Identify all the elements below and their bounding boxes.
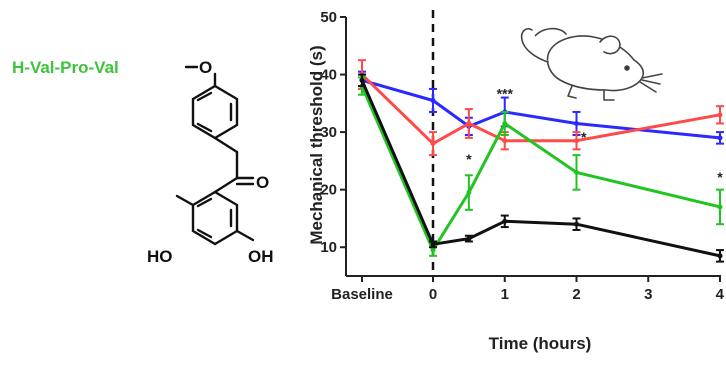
data-point-3-0 bbox=[359, 77, 365, 83]
data-point-2-1 bbox=[430, 247, 436, 253]
series-1 bbox=[358, 59, 724, 157]
series-0 bbox=[358, 70, 724, 145]
significance-marker-1: *** bbox=[497, 86, 514, 102]
data-point-0-5 bbox=[717, 135, 723, 141]
significance-marker-2: * bbox=[581, 129, 587, 145]
y-axis-label: Mechanical threshold (s) bbox=[307, 45, 326, 244]
hydroxyl-left: HO bbox=[147, 247, 173, 266]
series-line-0 bbox=[361, 78, 721, 140]
data-point-1-3 bbox=[502, 138, 508, 144]
data-point-3-5 bbox=[717, 253, 723, 259]
data-point-0-1 bbox=[430, 97, 436, 103]
series-line-1 bbox=[360, 73, 721, 146]
y-tick-label-30: 30 bbox=[320, 124, 337, 141]
data-point-1-1 bbox=[430, 141, 436, 147]
y-tick-label-40: 40 bbox=[320, 67, 337, 84]
significance-marker-0: * bbox=[466, 151, 472, 167]
ether-oxygen: O bbox=[199, 58, 212, 77]
data-point-3-4 bbox=[574, 221, 579, 227]
x-tick-label-4: 4 bbox=[716, 286, 725, 303]
series-3 bbox=[358, 73, 724, 263]
data-point-2-5 bbox=[717, 204, 723, 210]
series-line-2 bbox=[360, 85, 721, 252]
y-tick-label-10: 10 bbox=[320, 239, 337, 256]
x-tick-label-2: 2 bbox=[572, 286, 580, 303]
x-tick-label-Baseline: Baseline bbox=[331, 286, 393, 303]
data-point-3-3 bbox=[502, 218, 508, 224]
x-axis-label: Time (hours) bbox=[489, 334, 592, 353]
x-tick-label-0: 0 bbox=[429, 286, 437, 303]
series-line-3 bbox=[360, 79, 721, 258]
carbonyl-oxygen: O bbox=[256, 173, 269, 192]
data-point-2-4 bbox=[574, 169, 579, 175]
data-point-1-5 bbox=[717, 112, 723, 118]
x-tick-label-3: 3 bbox=[644, 286, 652, 303]
hydroxyl-right: OH bbox=[248, 247, 274, 266]
y-tick-label-20: 20 bbox=[320, 182, 337, 199]
data-point-2-2 bbox=[466, 190, 472, 196]
significance-marker-3: * bbox=[717, 169, 723, 185]
data-point-0-4 bbox=[574, 120, 579, 126]
series-2 bbox=[358, 76, 724, 257]
y-tick-label-50: 50 bbox=[320, 9, 337, 26]
data-point-1-4 bbox=[574, 138, 579, 144]
mouse-icon bbox=[520, 27, 663, 101]
data-point-2-3 bbox=[502, 120, 508, 126]
x-tick-label-1: 1 bbox=[501, 286, 509, 303]
data-point-1-2 bbox=[466, 120, 472, 126]
chemical-structure bbox=[175, 65, 255, 246]
peptide-label: H-Val-Pro-Val bbox=[12, 58, 119, 77]
data-point-3-1 bbox=[430, 241, 436, 247]
data-point-3-2 bbox=[466, 236, 472, 242]
